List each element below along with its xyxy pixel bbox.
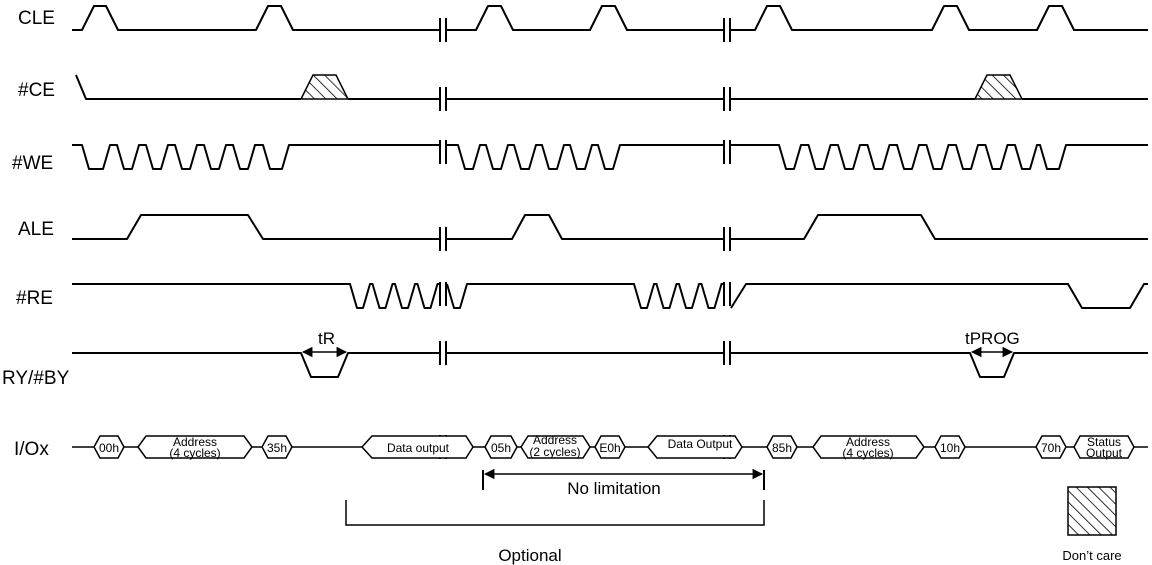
svg-text:Output: Output (1086, 446, 1123, 460)
ce-waveform (75, 74, 301, 100)
tprog-label: tPROG (965, 329, 1020, 348)
ce-dont-care-1 (299, 74, 350, 100)
io-cell-status-output: Status Output (1073, 435, 1135, 460)
svg-text:Address: Address (846, 435, 890, 449)
io-cell-05h: 05h (484, 435, 518, 459)
io-cell-85h: 85h (766, 435, 798, 459)
rb-waveform (72, 352, 440, 378)
re-waveform-2 (446, 283, 724, 309)
re-label: #RE (16, 288, 53, 309)
break-marks-right (723, 18, 731, 459)
no-limitation-label: No limitation (567, 479, 661, 498)
dont-care-legend-swatch (1067, 486, 1117, 536)
we-waveform-3 (731, 144, 1148, 170)
svg-text:00h: 00h (99, 441, 119, 455)
svg-text:10h: 10h (940, 441, 960, 455)
cle-waveform-2 (447, 5, 724, 31)
io-cell-address-2: Address (2 cycles) (520, 433, 591, 459)
ale-waveform-2 (447, 214, 724, 240)
svg-text:(4 cycles): (4 cycles) (842, 446, 893, 460)
break-marks-left (439, 18, 447, 459)
dont-care-legend-label: Don’t care (1062, 548, 1121, 563)
io-cell-10h: 10h (934, 435, 966, 459)
io-cell-00h: 00h (93, 435, 125, 459)
ale-waveform-3 (731, 214, 1148, 240)
optional-label: Optional (498, 546, 561, 565)
rb-label: RY/#BY (2, 368, 70, 389)
io-cell-70h: 70h (1035, 435, 1067, 459)
svg-text:35h: 35h (267, 441, 287, 455)
svg-text:85h: 85h (772, 441, 792, 455)
io-cell-e0h: E0h (594, 435, 626, 459)
re-waveform (72, 283, 440, 309)
io-cell-address-4b: Address (4 cycles) (812, 435, 925, 460)
re-waveform-3 (730, 283, 1148, 309)
io-cell-data-output-1: Data output (360, 435, 474, 459)
svg-text:70h: 70h (1041, 441, 1061, 455)
rb-waveform-3 (731, 352, 1148, 378)
io-label: I/Ox (14, 439, 49, 460)
io-cell-address-4: Address (4 cycles) (137, 435, 253, 460)
svg-text:Address: Address (533, 433, 577, 447)
io-cell-data-output-2: Data Output (647, 435, 743, 459)
tr-label: tR (318, 329, 335, 348)
svg-text:05h: 05h (491, 441, 511, 455)
optional-bracket (345, 500, 765, 526)
we-label: #WE (12, 153, 53, 174)
no-limitation-bracket (482, 468, 765, 490)
svg-text:Address: Address (173, 435, 217, 449)
io-cell-35h: 35h (261, 435, 293, 459)
ale-waveform (72, 214, 440, 240)
ce-dont-care-2 (973, 74, 1024, 100)
cle-waveform-3 (731, 5, 1148, 31)
svg-text:Status: Status (1087, 435, 1121, 449)
svg-text:(4 cycles): (4 cycles) (169, 446, 220, 460)
ce-label: #CE (18, 80, 55, 101)
ale-label: ALE (18, 219, 54, 240)
we-waveform-2 (447, 144, 724, 170)
svg-text:(2 cycles): (2 cycles) (529, 445, 580, 459)
svg-text:Data output: Data output (387, 441, 450, 455)
cle-waveform (72, 5, 440, 31)
svg-text:Data Output: Data Output (668, 437, 733, 451)
we-waveform (72, 144, 440, 170)
svg-text:E0h: E0h (599, 441, 620, 455)
cle-label: CLE (18, 8, 55, 29)
